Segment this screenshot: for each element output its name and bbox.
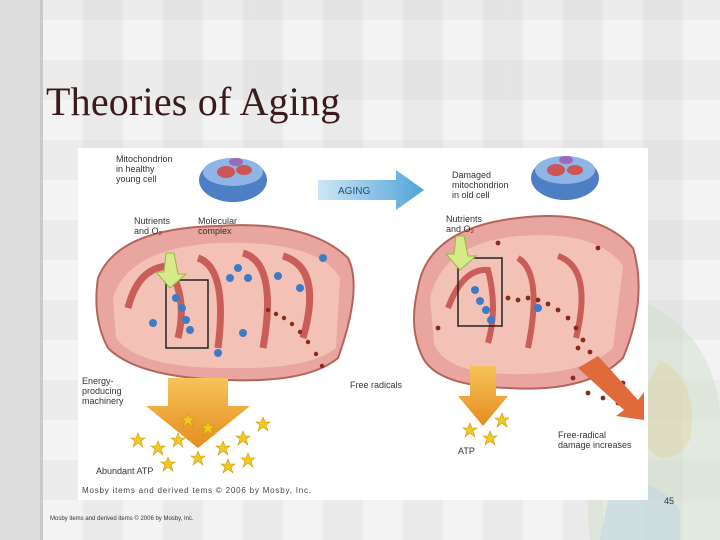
machinery-box-left: [165, 279, 209, 349]
slide-title: Theories of Aging: [46, 79, 341, 124]
damaged-mitochondrion: [413, 215, 640, 390]
molecular-complex-left: [149, 254, 327, 357]
radical-damage-arrow: [578, 356, 644, 420]
aging-mitochondria-figure: AGING: [78, 148, 648, 500]
free-radicals-left: [265, 307, 325, 369]
free-radical-damage-label: Free-radical damage increases: [558, 430, 632, 450]
nutrients-label-right: Nutrients and O₂: [446, 214, 485, 234]
slide-left-edge: [40, 0, 43, 540]
aging-arrow-label: AGING: [338, 186, 370, 197]
molecular-complex-right: [471, 286, 542, 324]
machinery-box-right: [457, 257, 503, 327]
old-cell-icon: [531, 156, 599, 200]
healthy-cell-label: Mitochondrion in healthy young cell: [116, 154, 175, 184]
nutrients-arrow-right: [444, 235, 478, 271]
figure-illustration: AGING: [82, 154, 644, 476]
young-cell-icon: [199, 158, 267, 202]
abundant-atp-label: Abundant ATP: [96, 466, 153, 476]
molecular-complex-label: Molecular complex: [198, 216, 240, 236]
atp-arrow-left: [146, 378, 250, 448]
slide-left-band: [0, 0, 40, 540]
atp-arrow-right: [458, 366, 508, 426]
damaged-cell-label: Damaged mitochondrion in old cell: [452, 170, 511, 200]
healthy-mitochondrion: [95, 224, 355, 382]
free-radicals-label: Free radicals: [350, 380, 403, 390]
nutrients-label-left: Nutrients and O₂: [134, 216, 173, 236]
slide-footer: Mosby items and derived items © 2006 by …: [50, 516, 194, 522]
atp-label-right: ATP: [458, 446, 475, 456]
aging-arrow: AGING: [318, 170, 424, 210]
energy-machinery-label: Energy- producing machinery: [82, 376, 124, 406]
page-number: 45: [664, 496, 675, 506]
figure-credit: Mosby items and derived tems © 2006 by M…: [82, 486, 312, 495]
nutrients-arrow-left: [154, 252, 188, 289]
